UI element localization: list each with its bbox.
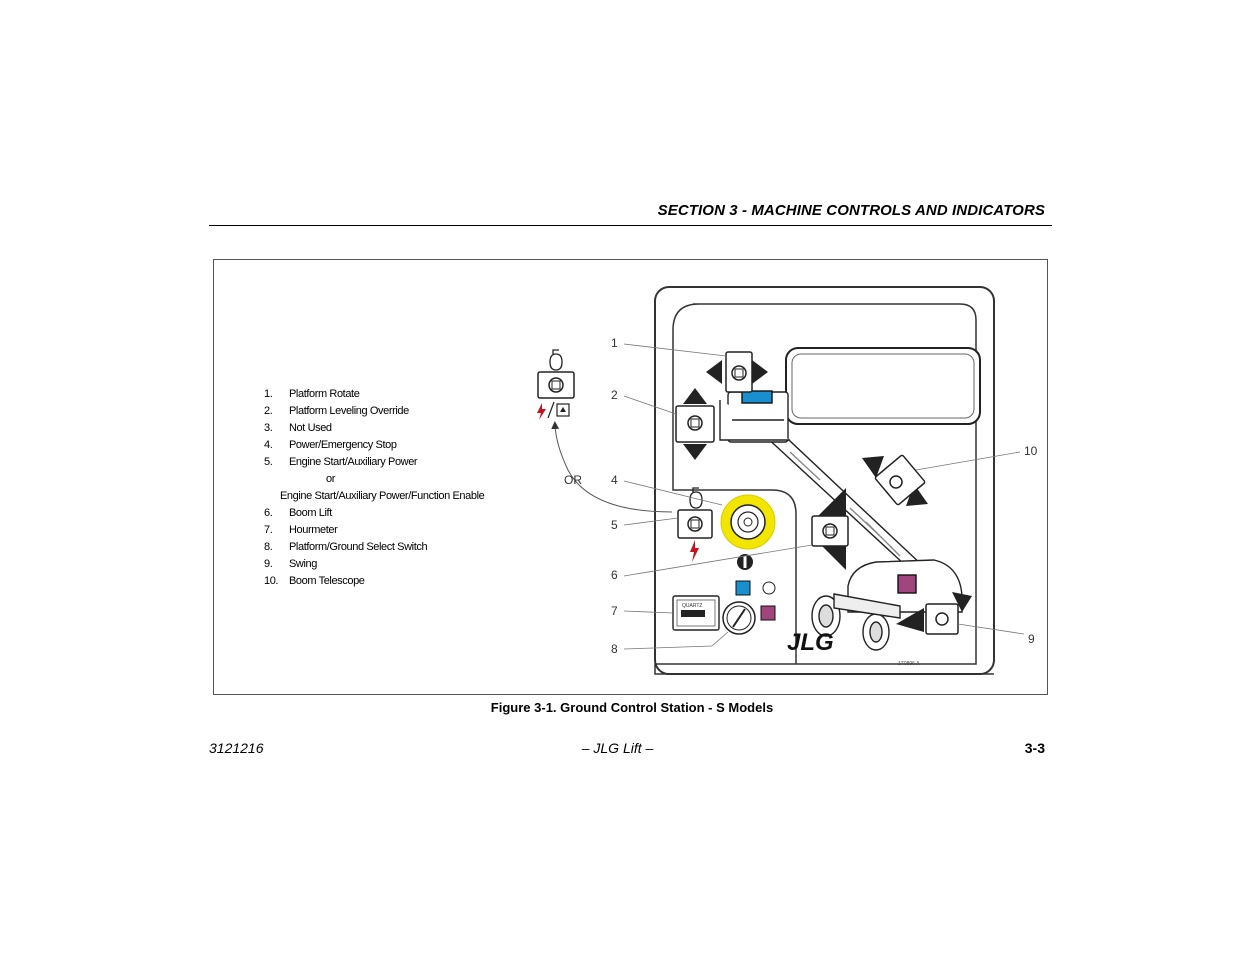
swing-switch[interactable] <box>896 592 972 635</box>
or-arrow <box>551 421 673 513</box>
figure-frame <box>213 259 1048 695</box>
callout-1: 1 <box>611 336 618 350</box>
platform-blue-panel <box>741 390 773 404</box>
power-stop-icon <box>737 554 753 570</box>
lightning-icon <box>690 540 699 562</box>
doc-number: 3121216 <box>209 740 264 756</box>
boom-lift-switch[interactable] <box>811 488 849 570</box>
platform-rotate-switch[interactable] <box>706 351 768 393</box>
callout-2: 2 <box>611 388 618 402</box>
callout-8: 8 <box>611 642 618 656</box>
callout-7: 7 <box>611 604 618 618</box>
boom-lift-machine-icon <box>719 390 963 651</box>
platform-ground-select-switch[interactable] <box>722 601 756 635</box>
legend-item-4: 4.Power/Emergency Stop <box>264 439 397 451</box>
alternate-engine-start-switch <box>537 349 575 420</box>
legend-item-8: 8.Platform/Ground Select Switch <box>264 541 428 553</box>
legend-item-3: 3.Not Used <box>264 422 332 434</box>
engine-start-switch[interactable] <box>677 487 713 562</box>
hourmeter-label: QUARTZ <box>682 603 702 609</box>
section-title: SECTION 3 - MACHINE CONTROLS AND INDICAT… <box>657 202 1045 219</box>
legend-item-10: 10.Boom Telescope <box>264 575 365 587</box>
drawing-code: 1T0896 A <box>898 661 920 667</box>
blue-indicator-light <box>735 580 751 596</box>
magenta-indicator-light <box>760 605 776 621</box>
callout-4: 4 <box>611 473 618 487</box>
platform-leveling-switch[interactable] <box>675 388 715 460</box>
power-emergency-stop-button[interactable] <box>720 494 776 550</box>
boom-telescope-switch[interactable] <box>862 454 928 506</box>
machine-magenta-panel <box>897 574 917 594</box>
figure-legend: 1.Platform Rotate 2.Platform Leveling Ov… <box>264 386 485 590</box>
callout-6: 6 <box>611 568 618 582</box>
legend-item-9: 9.Swing <box>264 558 317 570</box>
callouts <box>623 343 1025 650</box>
panel-inner <box>654 303 994 675</box>
legend-item-5: 5.Engine Start/Auxiliary Power <box>264 456 418 468</box>
legend-item-5-alt: Engine Start/Auxiliary Power/Function En… <box>280 490 485 502</box>
legend-item-1: 1.Platform Rotate <box>264 388 360 400</box>
legend-item-6: 6.Boom Lift <box>264 507 332 519</box>
figure-caption: Figure 3-1. Ground Control Station - S M… <box>490 700 774 715</box>
callout-10: 10 <box>1024 444 1038 458</box>
legend-or: or <box>326 473 335 485</box>
legend-item-2: 2.Platform Leveling Override <box>264 405 409 417</box>
or-label: OR <box>564 473 582 487</box>
callout-5: 5 <box>611 518 618 532</box>
jlg-logo: JLG <box>787 629 834 656</box>
footer-title: – JLG Lift – <box>581 740 654 756</box>
callout-9: 9 <box>1028 632 1035 646</box>
legend-item-7: 7.Hourmeter <box>264 524 338 536</box>
header-rule <box>209 225 1052 226</box>
display-window <box>785 347 981 425</box>
page-number: 3-3 <box>1024 740 1045 756</box>
hourmeter: QUARTZ <box>672 595 720 631</box>
indicator-light <box>762 581 776 595</box>
